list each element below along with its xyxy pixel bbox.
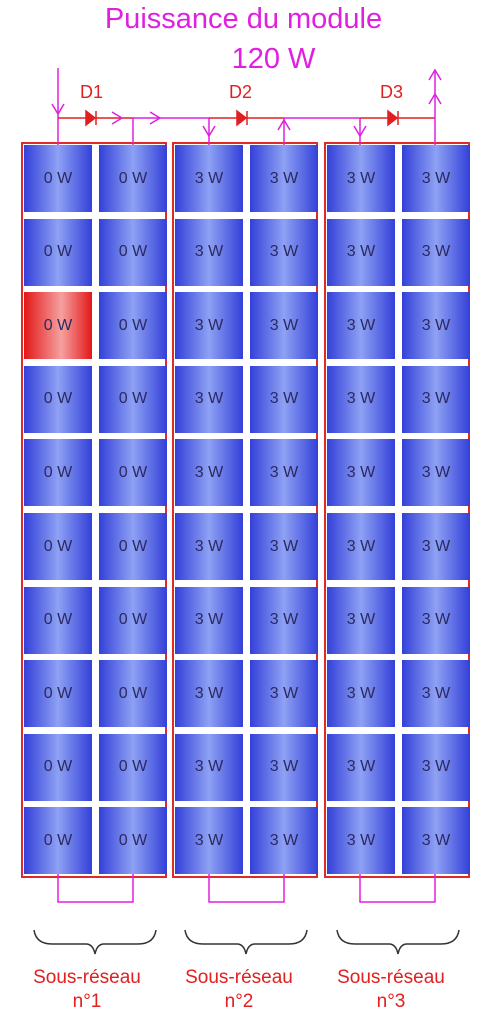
solar-cell: 3 W [175, 292, 243, 360]
solar-cell: 3 W [250, 513, 318, 580]
solar-cell: 3 W [402, 513, 470, 580]
subnet-caption-1-line1: Sous-réseau [33, 967, 141, 988]
solar-cell: 0 W [99, 660, 167, 728]
module-power-title: Puissance du module [104, 3, 383, 35]
subnet-caption-2: Sous-réseau n°2 [164, 966, 314, 1014]
solar-cell: 3 W [327, 586, 395, 654]
solar-cell: 0 W [24, 513, 92, 580]
solar-cell: 0 W [99, 145, 167, 212]
solar-cell: 0 W [99, 586, 167, 654]
solar-cell: 3 W [327, 807, 395, 875]
subnet-caption-1-line2: n°1 [72, 991, 102, 1012]
solar-cell: 3 W [402, 292, 470, 360]
solar-cell: 3 W [402, 439, 470, 507]
solar-cell: 3 W [175, 439, 243, 507]
subnet-caption-3-line2: n°3 [376, 991, 406, 1012]
solar-cell: 3 W [175, 660, 243, 728]
solar-cell: 3 W [175, 145, 243, 212]
solar-cell: 3 W [175, 807, 243, 875]
solar-cell: 3 W [402, 807, 470, 875]
solar-cell: 3 W [327, 660, 395, 728]
solar-cell: 0 W [99, 733, 167, 801]
solar-cell: 3 W [327, 365, 395, 433]
solar-cell: 3 W [327, 733, 395, 801]
solar-cell: 3 W [250, 292, 318, 360]
solar-cell: 0 W [24, 145, 92, 212]
solar-cell: 3 W [402, 660, 470, 728]
solar-cell: 3 W [250, 218, 318, 286]
diode-label-d2: D2 [229, 82, 253, 102]
solar-cell: 3 W [250, 145, 318, 212]
solar-cell: 3 W [402, 586, 470, 654]
solar-cell: 3 W [327, 513, 395, 580]
solar-cell: 0 W [99, 218, 167, 286]
solar-cell: 3 W [175, 586, 243, 654]
solar-cell: 3 W [402, 733, 470, 801]
solar-cell: 0 W [99, 807, 167, 875]
solar-cell: 0 W [24, 586, 92, 654]
solar-cell: 0 W [24, 365, 92, 433]
solar-cell: 3 W [402, 365, 470, 433]
solar-cell: 3 W [327, 439, 395, 507]
solar-cell: 3 W [250, 660, 318, 728]
module-power-value: 120 W [231, 43, 316, 75]
solar-cell: 0 W [24, 807, 92, 875]
solar-cell: 0 W [24, 733, 92, 801]
subnet-caption-3-line1: Sous-réseau [337, 967, 445, 988]
solar-cell: 3 W [402, 145, 470, 212]
subnet-caption-2-line2: n°2 [224, 991, 254, 1012]
solar-cell: 3 W [327, 218, 395, 286]
subnet-caption-3: Sous-réseau n°3 [316, 966, 466, 1014]
solar-cell: 3 W [175, 513, 243, 580]
solar-cell: 3 W [402, 218, 470, 286]
solar-cell: 0 W [99, 439, 167, 507]
solar-cell: 3 W [175, 218, 243, 286]
solar-cell: 0 W [99, 513, 167, 580]
solar-cell: 3 W [175, 365, 243, 433]
subnet-caption-2-line1: Sous-réseau [185, 967, 293, 988]
solar-cell: 3 W [327, 145, 395, 212]
solar-cell: 0 W [24, 660, 92, 728]
solar-cell: 3 W [250, 807, 318, 875]
solar-cell: 3 W [250, 586, 318, 654]
solar-cell: 0 W [24, 439, 92, 507]
diode-label-d3: D3 [380, 82, 404, 102]
solar-cell: 0 W [24, 218, 92, 286]
subnet-caption-1: Sous-réseau n°1 [12, 966, 162, 1014]
solar-cell: 3 W [250, 733, 318, 801]
solar-cell: 0 W [99, 292, 167, 360]
solar-cell: 3 W [327, 292, 395, 360]
solar-cell: 3 W [250, 365, 318, 433]
solar-cell: 3 W [175, 733, 243, 801]
solar-cell: 3 W [250, 439, 318, 507]
solar-cell-shaded: 0 W [24, 292, 92, 360]
solar-cell: 0 W [99, 365, 167, 433]
diode-label-d1: D1 [80, 82, 104, 102]
